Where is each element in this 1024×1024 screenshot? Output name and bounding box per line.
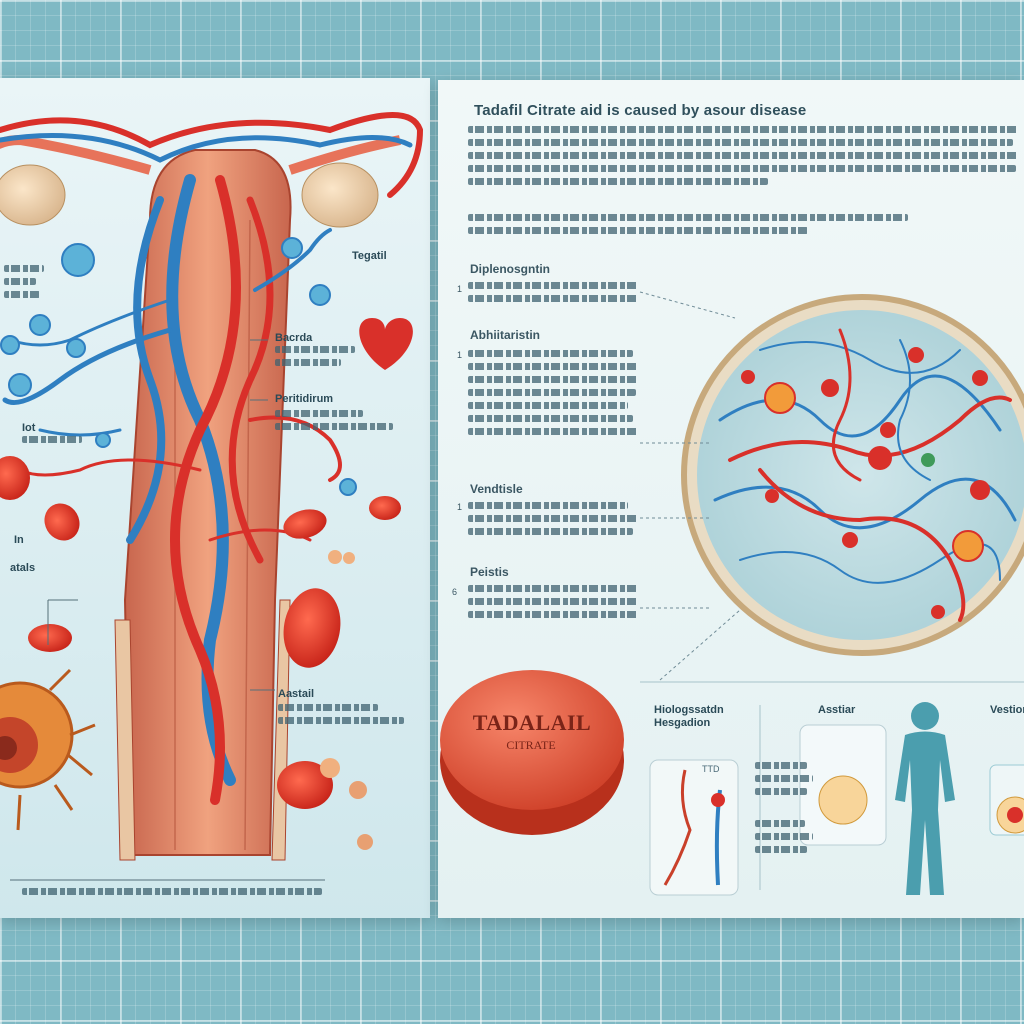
section-heading-4: Peistis bbox=[470, 565, 509, 579]
human-figure-icon bbox=[895, 702, 955, 895]
label-atals: atals bbox=[10, 562, 36, 574]
label-col2: Asstiar bbox=[818, 704, 856, 716]
intro-paragraph bbox=[468, 126, 1018, 191]
section-heading-2: Abhiitaristin bbox=[470, 328, 541, 342]
label-tegatil: Tegatil bbox=[352, 250, 387, 262]
ovary-left bbox=[0, 164, 66, 226]
ovary-right bbox=[301, 162, 379, 228]
label-in: In bbox=[14, 534, 24, 546]
section-heading-3: Vendtisle bbox=[470, 482, 523, 496]
label-aastail: Aastail bbox=[278, 688, 315, 700]
label-ttd: TTD bbox=[702, 764, 720, 774]
section-heading-1: Diplenosgntin bbox=[470, 262, 550, 276]
red-blood-cells bbox=[0, 456, 401, 809]
heart-icon bbox=[359, 318, 413, 370]
page-title: Tadafil Citrate aid is caused by asour d… bbox=[474, 102, 807, 119]
tadalafil-pill bbox=[440, 670, 624, 835]
vestion-dish-icon bbox=[989, 764, 1024, 836]
label-col3: Vestion bbox=[990, 704, 1024, 716]
capsule-diagram-icon bbox=[799, 724, 887, 846]
label-col1: Hiologssatdn Hesgadion bbox=[654, 704, 724, 729]
vessel-comparison-icon bbox=[649, 759, 739, 896]
pill-brand-text: TADALAIL bbox=[472, 710, 592, 735]
label-iot: Iot bbox=[22, 422, 36, 434]
vascular-node-markers bbox=[0, 237, 357, 496]
label-bacrda: Bacrda bbox=[275, 332, 313, 344]
label-peritidirum: Peritidirum bbox=[275, 393, 334, 405]
magnified-tissue-view bbox=[681, 294, 1024, 656]
bacteria-cell-illustration bbox=[0, 668, 96, 831]
pill-subtitle-text: CITRATE bbox=[506, 738, 556, 752]
subheading-paragraph bbox=[468, 214, 908, 240]
